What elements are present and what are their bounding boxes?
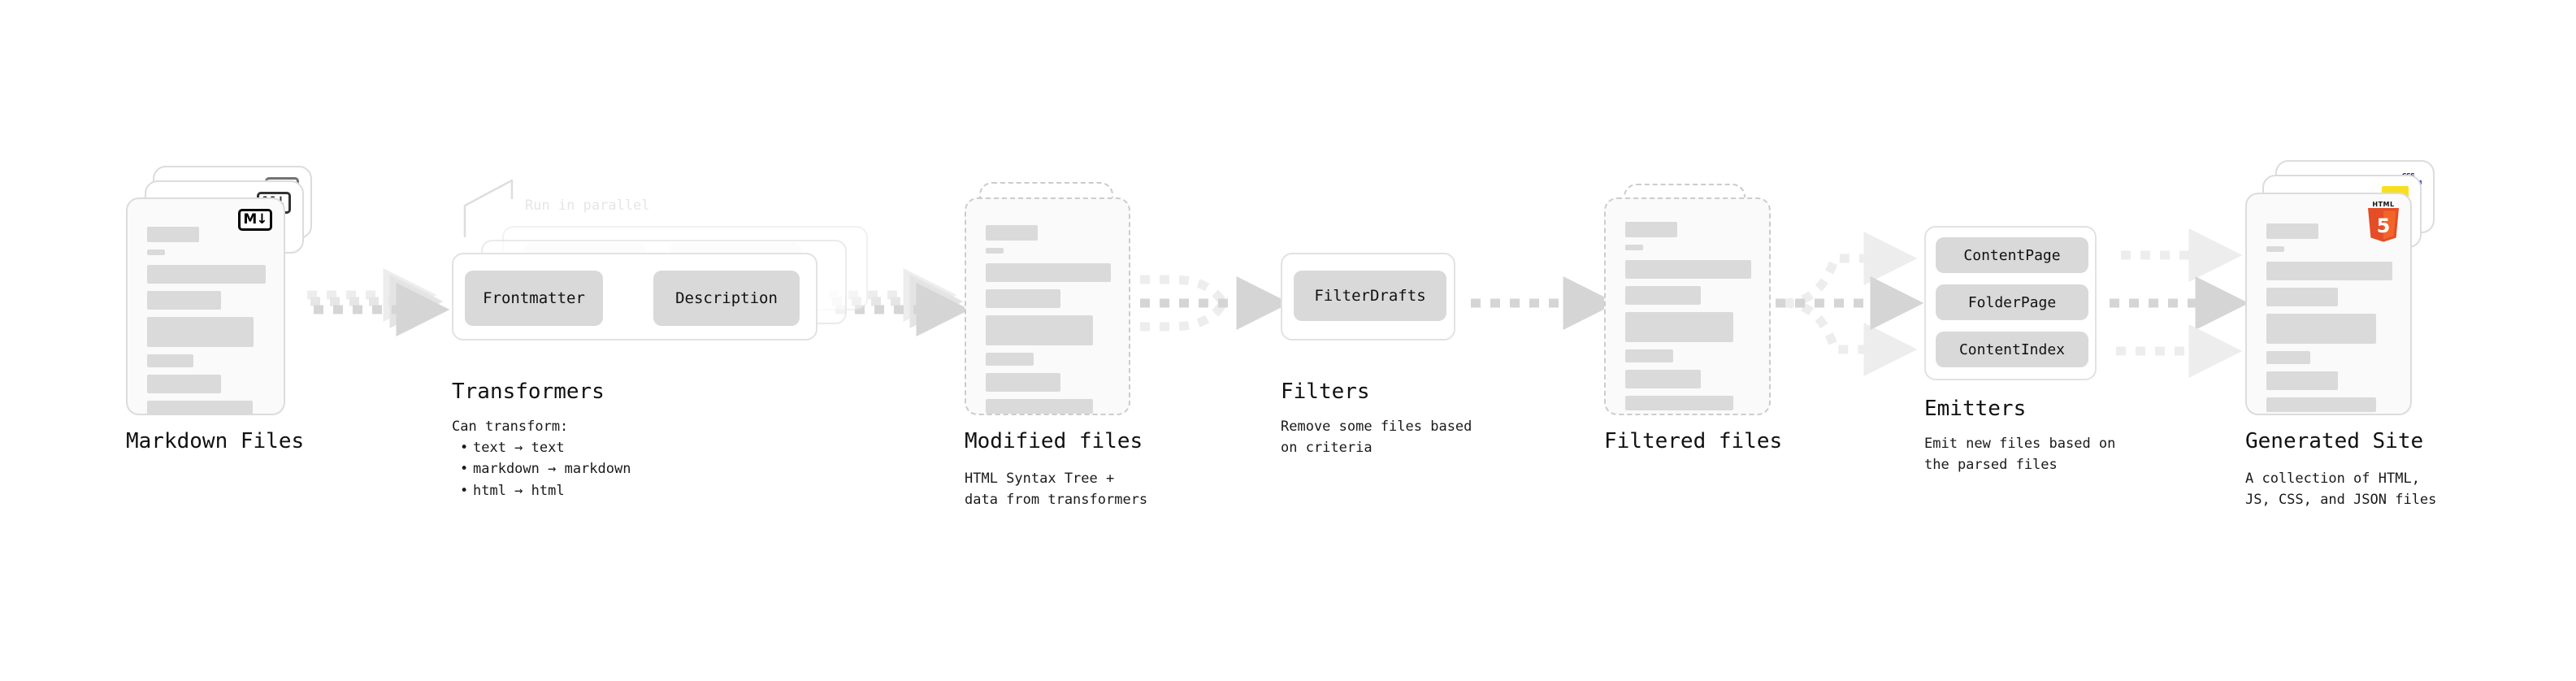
stage-title-transformers: Transformers (452, 380, 605, 404)
transformer-capability-list: text → text markdown → markdown html → h… (460, 437, 631, 501)
doc-placeholder-lines (986, 225, 1111, 421)
list-item: markdown → markdown (460, 458, 631, 479)
list-item: text → text (460, 437, 631, 458)
transformer-chip-description[interactable]: Description (653, 271, 800, 326)
stage-subtitle-filters: Remove some files based on criteria (1281, 419, 1472, 457)
arrow-markdown-to-transformers (307, 268, 450, 336)
list-item: html → html (460, 480, 631, 501)
stage-title-markdown-files: Markdown Files (126, 429, 305, 453)
filter-chip-filterdrafts[interactable]: FilterDrafts (1294, 271, 1446, 321)
arrow-modified-to-filters (1140, 275, 1290, 332)
stage-subtitle-emitters: Emit new files based on the parsed files (1924, 436, 2116, 474)
stage-subtitle-modified-files: HTML Syntax Tree + data from transformer… (965, 471, 1148, 509)
arrow-emitters-to-site (2110, 228, 2249, 378)
stage-title-generated-site: Generated Site (2245, 429, 2424, 453)
stage-title-emitters: Emitters (1924, 397, 2027, 421)
filtered-card-front (1604, 197, 1771, 415)
markdown-badge: M↓ (238, 209, 272, 231)
transformer-chip-frontmatter[interactable]: Frontmatter (465, 271, 603, 326)
filters-panel: FilterDrafts (1281, 253, 1455, 340)
doc-placeholder-lines (2266, 223, 2392, 419)
modified-card-front (965, 197, 1130, 415)
svg-text:5: 5 (2377, 215, 2391, 237)
stage-subtitle-generated-site: A collection of HTML, JS, CSS, and JSON … (2245, 471, 2437, 509)
stage-title-filtered-files: Filtered files (1604, 429, 1783, 453)
doc-placeholder-lines (147, 227, 266, 423)
emitter-chip-contentpage[interactable]: ContentPage (1936, 237, 2088, 273)
emitter-chip-contentindex[interactable]: ContentIndex (1936, 332, 2088, 367)
stage-title-modified-files: Modified files (965, 429, 1143, 453)
html5-icon: HTML 5 (2365, 201, 2402, 243)
site-card-front: HTML 5 (2245, 193, 2412, 415)
run-in-parallel-label: Run in parallel (525, 197, 650, 214)
doc-placeholder-lines (1625, 222, 1751, 418)
arrow-filtered-to-emitters (1776, 232, 1924, 376)
markdown-card-front: M↓ (126, 197, 285, 415)
stage-title-filters: Filters (1281, 380, 1370, 404)
stage-subtitle-transformers: Can transform: (452, 419, 569, 435)
transformer-card-front: Frontmatter Description (452, 253, 817, 340)
emitters-panel: ContentPage FolderPage ContentIndex (1924, 226, 2097, 380)
emitter-chip-folderpage[interactable]: FolderPage (1936, 284, 2088, 320)
